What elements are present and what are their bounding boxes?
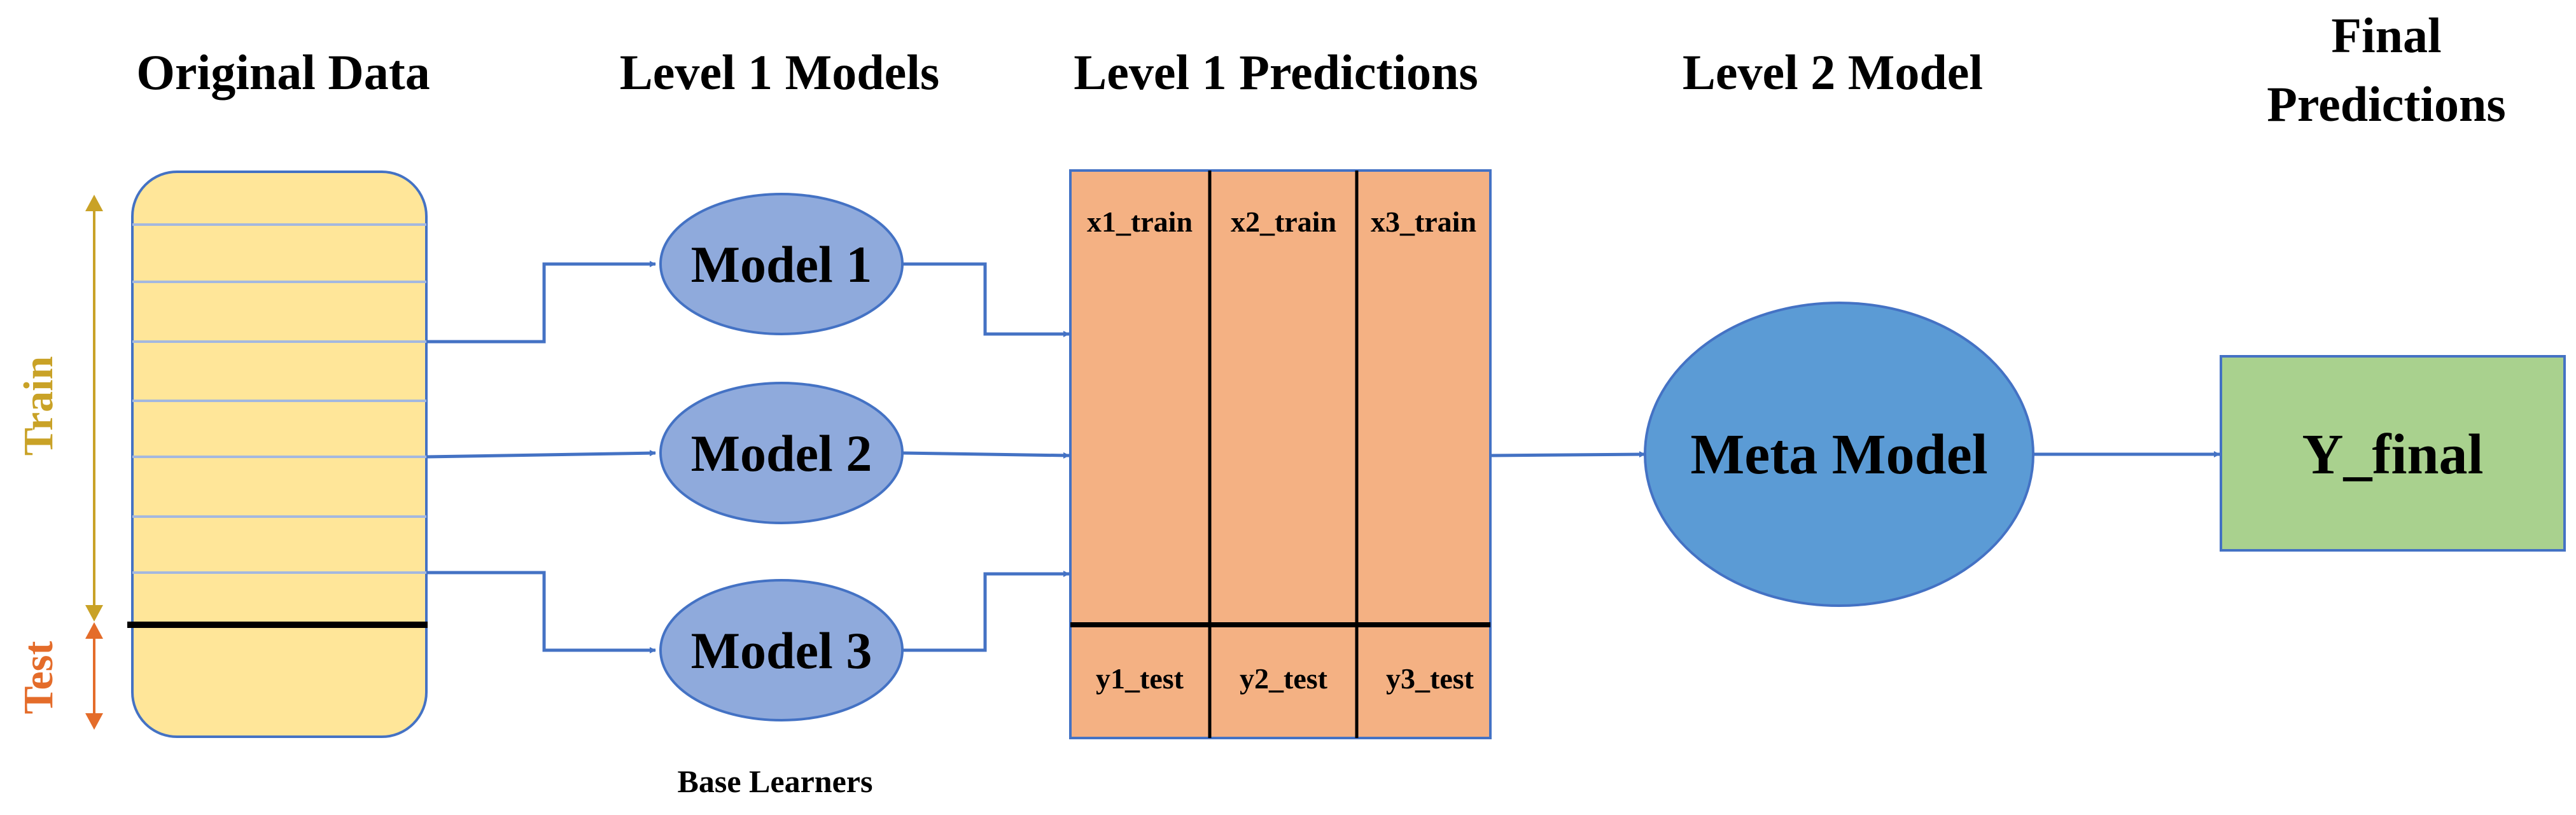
heading-level2-model: Level 2 Model	[1683, 45, 1983, 100]
model-1-label: Model 1	[691, 235, 872, 293]
original-data-block	[127, 171, 428, 738]
test-bracket	[85, 622, 103, 730]
x2-train-label: x2_train	[1231, 205, 1336, 238]
test-label: Test	[15, 641, 62, 714]
y2-test-label: y2_test	[1240, 662, 1328, 695]
heading-final-predictions-line2: Predictions	[2267, 76, 2506, 132]
model-2-node: Model 2	[659, 382, 904, 524]
arrow-data-to-model-2	[426, 450, 656, 459]
x1-train-label: x1_train	[1087, 205, 1193, 238]
y1-test-label: y1_test	[1096, 662, 1184, 695]
arrow-model-1-to-predictions	[902, 262, 1070, 337]
arrow-data-to-model-1	[426, 261, 656, 344]
meta-model-label: Meta Model	[1690, 423, 1987, 486]
arrow-data-to-model-3	[426, 571, 656, 653]
model-2-label: Model 2	[691, 424, 872, 482]
heading-final-predictions-line1: Final	[2331, 8, 2441, 63]
heading-original-data: Original Data	[136, 45, 430, 100]
final-output-label: Y_final	[2302, 423, 2483, 486]
heading-level1-predictions: Level 1 Predictions	[1074, 45, 1478, 100]
train-bracket	[85, 195, 103, 622]
arrow-predictions-to-meta-model	[1490, 451, 1646, 458]
model-3-label: Model 3	[691, 622, 872, 679]
train-label: Train	[15, 356, 62, 456]
arrow-model-3-to-predictions	[902, 571, 1070, 652]
y3-test-label: y3_test	[1386, 662, 1474, 695]
heading-level1-models: Level 1 Models	[620, 45, 940, 100]
level1-predictions-table	[1069, 169, 1492, 739]
final-predictions-box: Y_final	[2220, 355, 2566, 552]
meta-model-node: Meta Model	[1644, 302, 2034, 607]
base-learners-caption: Base Learners	[678, 763, 873, 799]
arrow-model-2-to-predictions	[902, 451, 1070, 459]
model-3-node: Model 3	[659, 579, 904, 721]
model-1-node: Model 1	[659, 193, 904, 335]
x3-train-label: x3_train	[1371, 205, 1476, 238]
